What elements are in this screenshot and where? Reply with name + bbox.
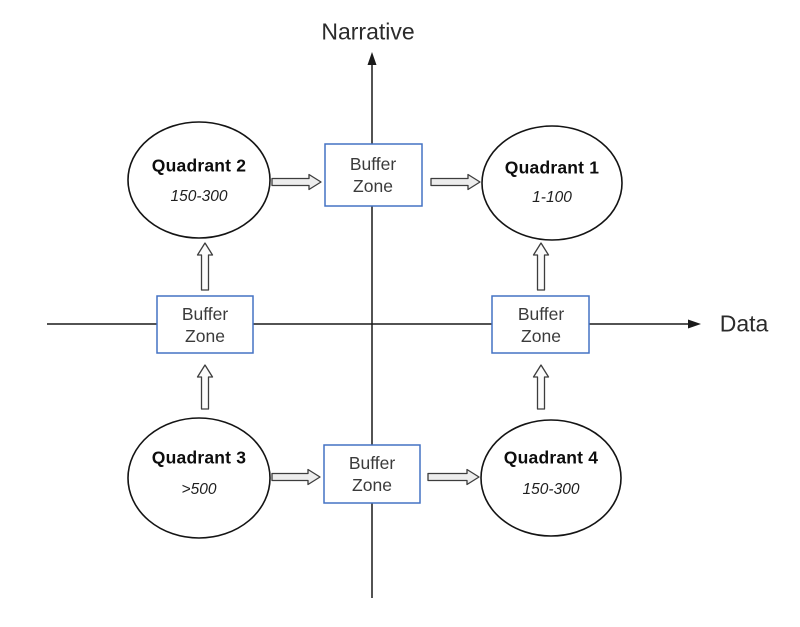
x-axis-arrowhead-icon [688,319,701,329]
buffer-zone-label-top-line1: Buffer [349,154,397,174]
x-axis-label: Data [719,310,769,337]
arrow-bottom-buffer-to-q4-icon [427,468,480,486]
y-axis-arrowhead-icon [367,52,377,65]
quadrant-3-value: >500 [181,481,217,498]
ellipse-quadrant-3 [127,417,271,539]
buffer-zone-label-left: Buffer Zone [182,303,228,347]
buffer-zone-label-right-line2: Zone [521,326,561,346]
ellipse-quadrant-2 [127,121,271,239]
buffer-zone-label-top-line2: Zone [353,176,393,196]
quadrant-1-value: 1-100 [532,189,572,206]
buffer-zone-label-right-line1: Buffer [517,304,565,324]
arrow-right-buffer-to-q1-icon [532,242,550,291]
buffer-zone-box-top [324,143,423,207]
ellipse-quadrant-1 [481,125,623,241]
arrow-left-buffer-to-q2-icon [196,242,214,291]
arrow-q3-to-bottom-buffer-icon [271,468,321,486]
arrow-q4-to-right-buffer-icon [532,364,550,410]
quadrant-4-name: Quadrant 4 [503,447,599,468]
buffer-zone-label-top: Buffer Zone [350,153,396,197]
arrow-q2-to-top-buffer-icon [271,173,322,191]
buffer-zone-label-bottom: Buffer Zone [349,452,395,496]
buffer-zone-label-bottom-line1: Buffer [348,453,396,473]
quadrant-4-value: 150-300 [522,481,580,498]
buffer-zone-box-left [156,295,254,354]
quadrant-1-name: Quadrant 1 [504,157,600,178]
buffer-zone-label-left-line2: Zone [185,326,225,346]
quadrant-3-name: Quadrant 3 [151,447,247,468]
arrow-q3-to-left-buffer-icon [196,364,214,410]
ellipse-quadrant-4 [480,419,622,537]
buffer-zone-box-right [491,295,590,354]
arrow-top-buffer-to-q1-icon [430,173,481,191]
quadrant-2-value: 150-300 [170,188,228,205]
y-axis-label: Narrative [321,18,415,45]
quadrant-2-name: Quadrant 2 [151,155,247,176]
buffer-zone-label-right: Buffer Zone [518,303,564,347]
buffer-zone-label-left-line1: Buffer [181,304,229,324]
buffer-zone-box-bottom [323,444,421,504]
buffer-zone-label-bottom-line2: Zone [352,475,392,495]
